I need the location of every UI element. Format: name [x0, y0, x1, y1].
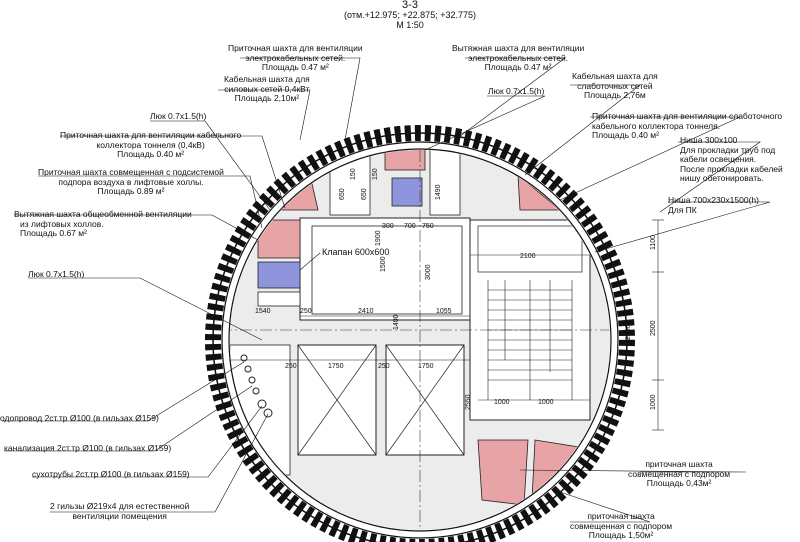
- label-sewer-pipe: канализация 2ст.тр Ø100 (в гильзах Ø159): [4, 443, 172, 453]
- dim-1750-a: 1750: [328, 363, 344, 370]
- leader-lines: [2, 57, 771, 523]
- label-supply-combined-lift: Приточная шахта совмещенная с подсистемо…: [38, 167, 224, 196]
- label-hatch-left-mid: Люк 0.7х1.5(h): [28, 269, 85, 279]
- label-hatch-left-top: Люк 0.7х1.5(h): [150, 111, 207, 121]
- dim-250: 250: [300, 308, 312, 315]
- elevations-note: (отм.+12.975; +22.875; +32.775): [344, 10, 476, 20]
- dim-1750-b: 1750: [418, 363, 434, 370]
- dim-3000: 3000: [425, 264, 432, 280]
- label-supply-combined-2: приточная шахта совмещенная с подпором П…: [570, 511, 673, 540]
- label-dry-pipe: сухотрубы 2ст.тр Ø100 (в гильзах Ø159): [32, 469, 190, 479]
- label-supply-tunnel-04: Приточная шахта для вентиляции кабельног…: [60, 130, 242, 159]
- scale-note: М 1:50: [396, 20, 424, 30]
- label-lowcurrent-cable-shaft: Кабельная шахта для слаботочных сетей Пл…: [572, 71, 658, 100]
- label-supply-combined-1: приточная шахта совмещенная с подпором П…: [628, 459, 731, 488]
- label-niche-700: Ниша 700х230х1500(h) Для ПК: [668, 195, 759, 215]
- dimension-lines: [230, 219, 664, 431]
- inner-structure: [230, 150, 610, 530]
- dim-250-c: 250: [378, 363, 390, 370]
- dim-650-a: 650: [339, 188, 346, 200]
- dim-2100: 2100: [520, 253, 536, 260]
- dim-2410: 2410: [358, 308, 374, 315]
- label-exhaust-general: Вытяжная шахта общеобменной вентиляции и…: [14, 209, 192, 238]
- dim-1490: 1490: [435, 184, 442, 200]
- label-supply-cable-shaft: Приточная шахта для вентиляции электрока…: [228, 43, 363, 72]
- label-sleeves: 2 гильзы Ø219х4 для естественной вентиля…: [50, 501, 190, 521]
- dim-1540: 1540: [255, 308, 271, 315]
- dim-750: 750: [422, 223, 434, 230]
- dim-1000-a: 1000: [494, 399, 510, 406]
- dim-250-b: 250: [285, 363, 297, 370]
- dim-1000-v: 1000: [650, 394, 657, 410]
- dim-650-b: 650: [361, 188, 368, 200]
- dim-150-b: 150: [372, 168, 379, 180]
- dim-1400: 1400: [393, 314, 400, 330]
- label-water-pipe: одопровод 2ст.тр Ø100 (в гильзах Ø159): [0, 413, 159, 423]
- dim-1000-b: 1000: [538, 399, 554, 406]
- drawing-header: 3-3 (отм.+12.975; +22.875; +32.775) М 1:…: [330, 0, 490, 30]
- dim-2500: 2500: [650, 320, 657, 336]
- label-valve: Клапан 600х600: [322, 247, 390, 257]
- label-supply-lowcurrent: Приточная шахта для вентиляции слаботочн…: [592, 111, 783, 140]
- dim-2500-b: 2500: [625, 324, 632, 340]
- label-power-cable-shaft: Кабельная шахта для силовых сетей 0,4кВт…: [224, 74, 310, 103]
- label-niche-300: Ниша 300х100 Для прокладки труб под кабе…: [680, 135, 783, 183]
- label-hatch-right-top: Люк 0.7х1.5(h): [488, 86, 545, 96]
- dim-700: 700: [404, 223, 416, 230]
- label-exhaust-cable-shaft: Вытяжная шахта для вентиляции электрокаб…: [452, 43, 585, 72]
- dim-1500: 1500: [380, 256, 387, 272]
- section-title: 3-3: [402, 0, 418, 11]
- dim-2550: 2550: [465, 394, 472, 410]
- dim-150-a: 150: [350, 168, 357, 180]
- dim-1055: 1055: [436, 308, 452, 315]
- dim-1900: 1900: [375, 230, 382, 246]
- dim-300: 300: [382, 223, 394, 230]
- dim-1100: 1100: [650, 235, 657, 250]
